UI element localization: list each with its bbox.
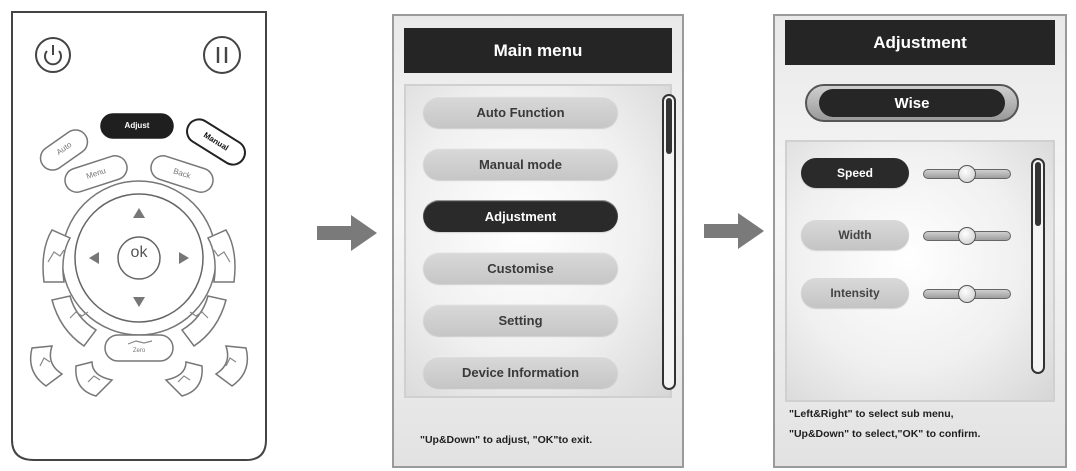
width-slider-knob[interactable] bbox=[958, 227, 976, 245]
manual-button[interactable] bbox=[183, 115, 250, 169]
menu-item-label: Customise bbox=[487, 260, 554, 276]
adjust-button-label: Adjust bbox=[124, 121, 150, 130]
speed-slider[interactable] bbox=[923, 165, 1011, 183]
adjust-button[interactable] bbox=[100, 113, 174, 139]
param-width-button[interactable]: Width bbox=[801, 220, 909, 250]
recline-button-left-top[interactable] bbox=[42, 229, 72, 283]
recline-button-right-top[interactable] bbox=[206, 229, 236, 283]
leg-button-1[interactable] bbox=[29, 345, 64, 387]
menu-item-label: Auto Function bbox=[476, 104, 565, 120]
adjustment-screen: Adjustment Wise Speed Width Intensity "L… bbox=[773, 14, 1067, 468]
menu-item-setting[interactable]: Setting bbox=[423, 304, 618, 336]
recline-button-right-bottom[interactable] bbox=[180, 295, 227, 348]
leg-button-2[interactable] bbox=[75, 361, 114, 397]
back-button[interactable] bbox=[148, 153, 216, 196]
intensity-slider[interactable] bbox=[923, 285, 1011, 303]
main-menu-screen: Main menu Auto Function Manual mode Adju… bbox=[392, 14, 684, 468]
speed-slider-knob[interactable] bbox=[958, 165, 976, 183]
mode-selector-label: Wise bbox=[819, 89, 1005, 117]
arrow-right-icon bbox=[317, 215, 377, 251]
menu-scroll-thumb[interactable] bbox=[666, 98, 672, 154]
leg-button-3[interactable] bbox=[164, 361, 203, 397]
menu-item-label: Adjustment bbox=[484, 208, 557, 224]
adjustment-hint-line2: "Up&Down" to select,"OK" to confirm. bbox=[789, 428, 981, 440]
param-speed-button[interactable]: Speed bbox=[801, 158, 909, 188]
menu-item-customise[interactable]: Customise bbox=[423, 252, 618, 284]
menu-item-device-information[interactable]: Device Information bbox=[423, 356, 618, 388]
mode-selector[interactable]: Wise bbox=[805, 84, 1019, 122]
zero-gravity-label: Zero bbox=[132, 348, 146, 354]
adjustment-params: Speed Width Intensity bbox=[785, 140, 1055, 402]
zero-gravity-button[interactable] bbox=[104, 334, 174, 362]
recline-button-left-bottom[interactable] bbox=[51, 295, 98, 348]
pause-icon[interactable] bbox=[203, 36, 241, 74]
param-label: Width bbox=[838, 228, 872, 242]
arrow-down-icon[interactable] bbox=[133, 297, 145, 307]
auto-button[interactable] bbox=[36, 125, 92, 174]
arrow-right-icon bbox=[704, 213, 764, 249]
menu-item-adjustment[interactable]: Adjustment bbox=[423, 200, 618, 232]
param-label: Speed bbox=[836, 166, 873, 180]
menu-scrollbar[interactable] bbox=[662, 94, 676, 390]
menu-item-label: Setting bbox=[498, 312, 543, 328]
main-menu-list: Auto Function Manual mode Adjustment Cus… bbox=[404, 84, 676, 398]
menu-item-label: Manual mode bbox=[478, 156, 563, 172]
arrow-up-icon[interactable] bbox=[133, 208, 145, 218]
arrow-left-icon[interactable] bbox=[89, 252, 99, 264]
menu-item-auto-function[interactable]: Auto Function bbox=[423, 96, 618, 128]
power-icon[interactable] bbox=[35, 37, 71, 73]
width-slider[interactable] bbox=[923, 227, 1011, 245]
params-scroll-thumb[interactable] bbox=[1035, 162, 1041, 226]
params-scrollbar[interactable] bbox=[1031, 158, 1045, 374]
ok-button-label: ok bbox=[130, 244, 148, 261]
leg-button-4[interactable] bbox=[214, 345, 249, 387]
main-menu-title: Main menu bbox=[404, 28, 672, 73]
param-label: Intensity bbox=[830, 286, 880, 300]
menu-item-label: Device Information bbox=[461, 364, 580, 380]
arrow-right-icon[interactable] bbox=[179, 252, 189, 264]
menu-item-manual-mode[interactable]: Manual mode bbox=[423, 148, 618, 180]
ok-button[interactable] bbox=[117, 236, 161, 280]
menu-button[interactable] bbox=[62, 153, 130, 196]
param-intensity-button[interactable]: Intensity bbox=[801, 278, 909, 308]
adjustment-hint-line1: "Left&Right" to select sub menu, bbox=[789, 408, 954, 420]
adjustment-title: Adjustment bbox=[785, 20, 1055, 65]
main-menu-hint: "Up&Down" to adjust, "OK"to exit. bbox=[420, 434, 593, 446]
intensity-slider-knob[interactable] bbox=[958, 285, 976, 303]
